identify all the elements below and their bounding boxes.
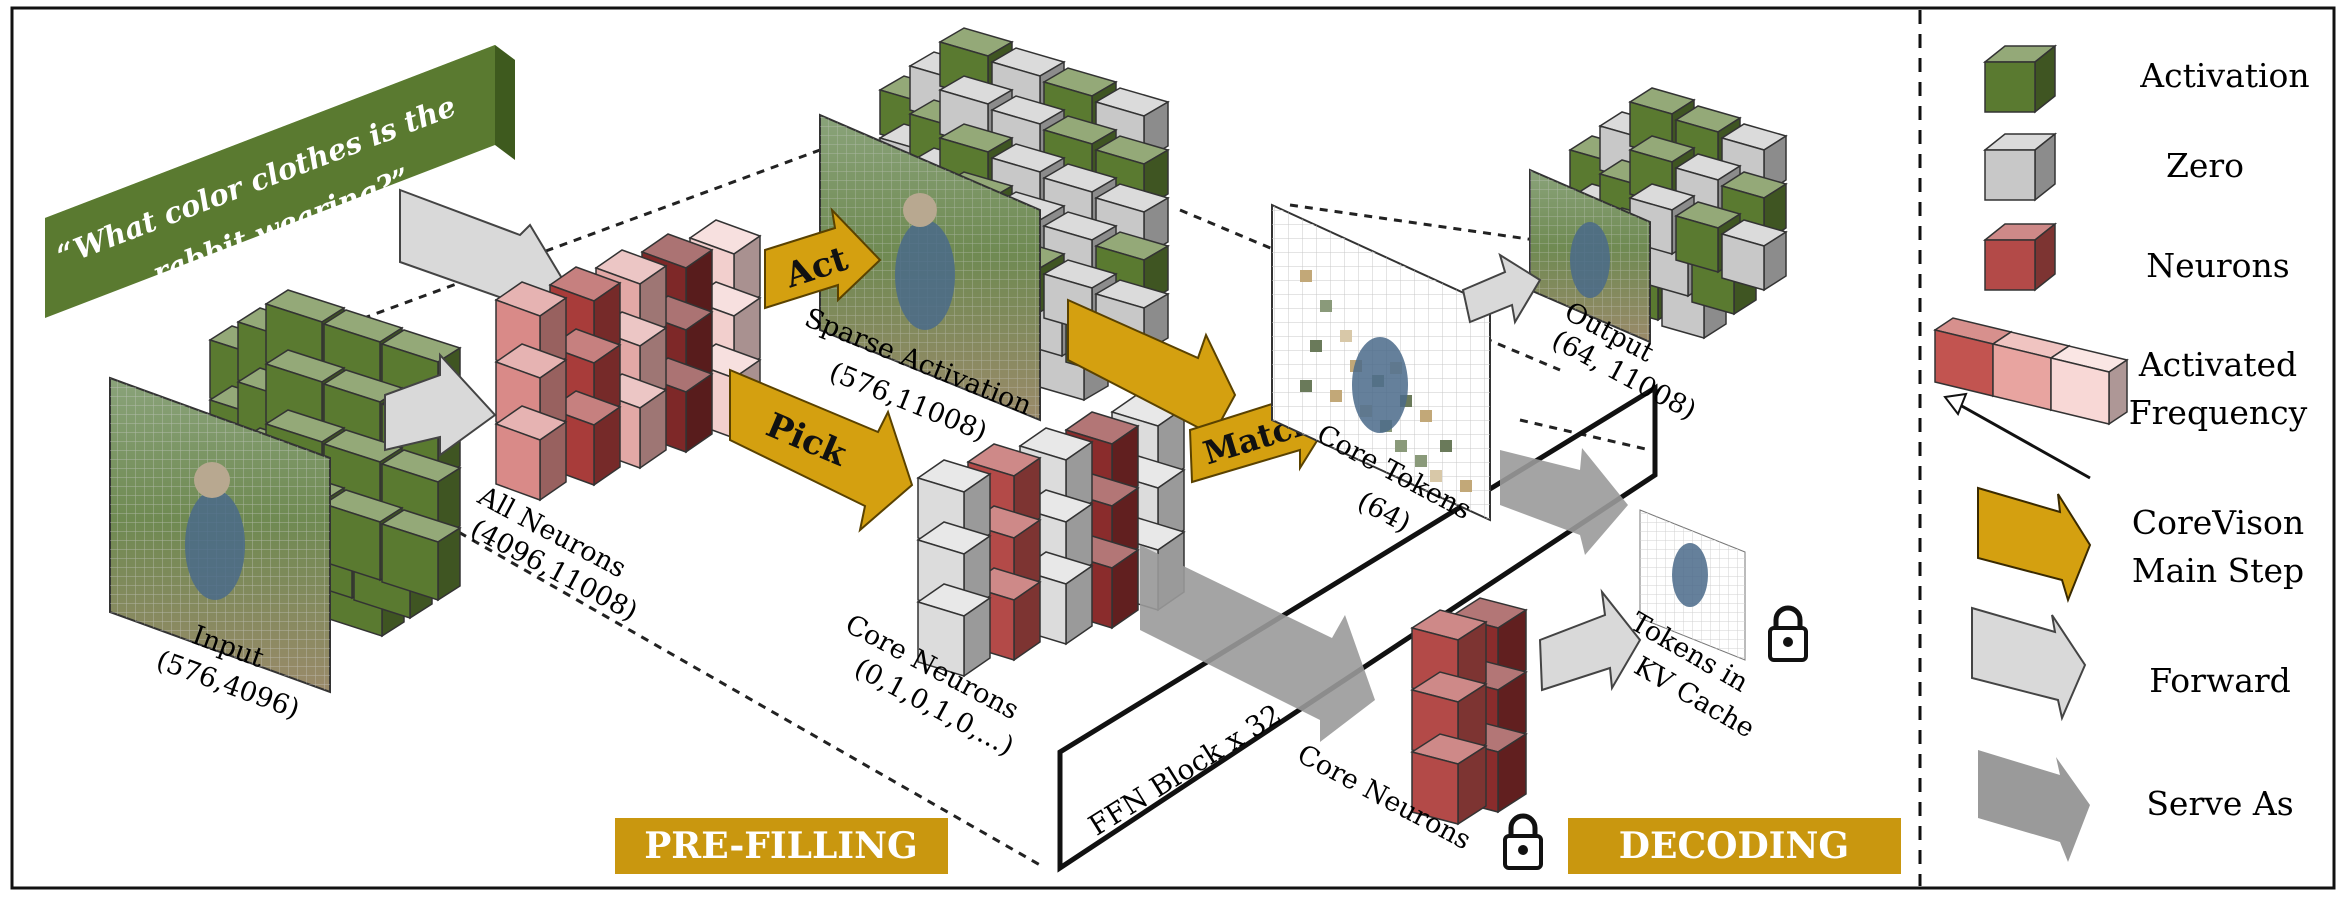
rabbit-head-icon (194, 462, 230, 498)
core-token-cell (1320, 300, 1332, 312)
core-tokens-grid (1271, 203, 1491, 522)
prefilling-label: PRE-FILLING (644, 825, 918, 867)
core-neurons-columns (916, 393, 1186, 678)
zero-cube (1720, 219, 1788, 292)
legend-serve-as-label: Serve As (2146, 784, 2293, 823)
legend-neurons-swatch (1982, 222, 2058, 292)
ffn-block-frame (1057, 383, 1658, 873)
decoding-label: DECODING (1619, 825, 1849, 867)
rabbit-figure-icon (1672, 543, 1708, 607)
neuron-cube (1410, 733, 1488, 826)
core-token-cell (1310, 340, 1322, 352)
rabbit-figure-icon (895, 220, 955, 330)
lock-icon (1768, 605, 1808, 662)
legend-forward-label: Forward (2149, 661, 2291, 700)
core-token-cell (1300, 380, 1312, 392)
core-token-cell (1460, 480, 1472, 492)
core-token-cell (1300, 270, 1312, 282)
core-token-cell (1420, 410, 1432, 422)
outer-frame (10, 6, 2336, 890)
serve-as-arrow-neurons (1140, 545, 1375, 742)
act-step-arrow: Act (764, 206, 882, 310)
legend-corevision-arrow-icon (1977, 486, 2092, 604)
kv-cache-tokens-grid (1639, 509, 1746, 661)
legend-activated-frequency-2: Frequency (2129, 393, 2308, 432)
sparse-activation-image (819, 113, 1041, 422)
legend-corevision-1: CoreVison (2132, 503, 2304, 542)
rabbit-figure-icon (1570, 222, 1610, 298)
decoding-core-neurons (1410, 597, 1528, 826)
neuron-cube (494, 405, 568, 502)
core-token-cell (1440, 440, 1452, 452)
forward-arrow-kv (1538, 588, 1642, 692)
legend-frequency-low-swatch (2049, 345, 2129, 426)
core-token-cell (1395, 440, 1407, 452)
input-image (109, 376, 331, 694)
activated-frequency-arrow (1943, 392, 2091, 480)
output-image (1529, 168, 1651, 344)
lock-icon (1503, 813, 1543, 870)
rabbit-figure-icon (1352, 337, 1408, 433)
core-token-cell (1330, 390, 1342, 402)
legend-activation-swatch (1982, 44, 2058, 114)
legend-activation-label: Activation (2139, 56, 2309, 95)
legend-zero-label: Zero (2166, 146, 2244, 185)
legend-swatches (1933, 44, 2129, 426)
rabbit-figure-icon (185, 490, 245, 600)
legend: Activation Zero Neurons Activated Freque… (1933, 44, 2310, 862)
zero-cube (916, 583, 992, 678)
prefilling-banner: PRE-FILLING (615, 818, 948, 874)
core-token-cell (1430, 470, 1442, 482)
decoding-banner: DECODING (1568, 818, 1901, 874)
forward-arrow-output (1461, 252, 1542, 325)
legend-zero-swatch (1982, 132, 2058, 202)
core-token-cell (1415, 455, 1427, 467)
legend-forward-arrow-icon (1971, 606, 2087, 722)
core-token-cell (1340, 330, 1352, 342)
serve-as-arrow-tokens (1500, 448, 1628, 555)
all-neurons-columns (494, 219, 762, 502)
activation-cube (380, 509, 462, 602)
pick-step-arrow: Pick (729, 368, 914, 533)
forward-arrow-input (384, 352, 497, 457)
legend-corevision-2: Main Step (2132, 551, 2304, 590)
legend-serve-as-arrow-icon (1978, 750, 2090, 862)
legend-neurons-label: Neurons (2146, 246, 2290, 285)
rabbit-head-icon (903, 193, 937, 227)
legend-activated-frequency-1: Activated (2138, 345, 2297, 384)
core-token-cells (1300, 270, 1472, 492)
